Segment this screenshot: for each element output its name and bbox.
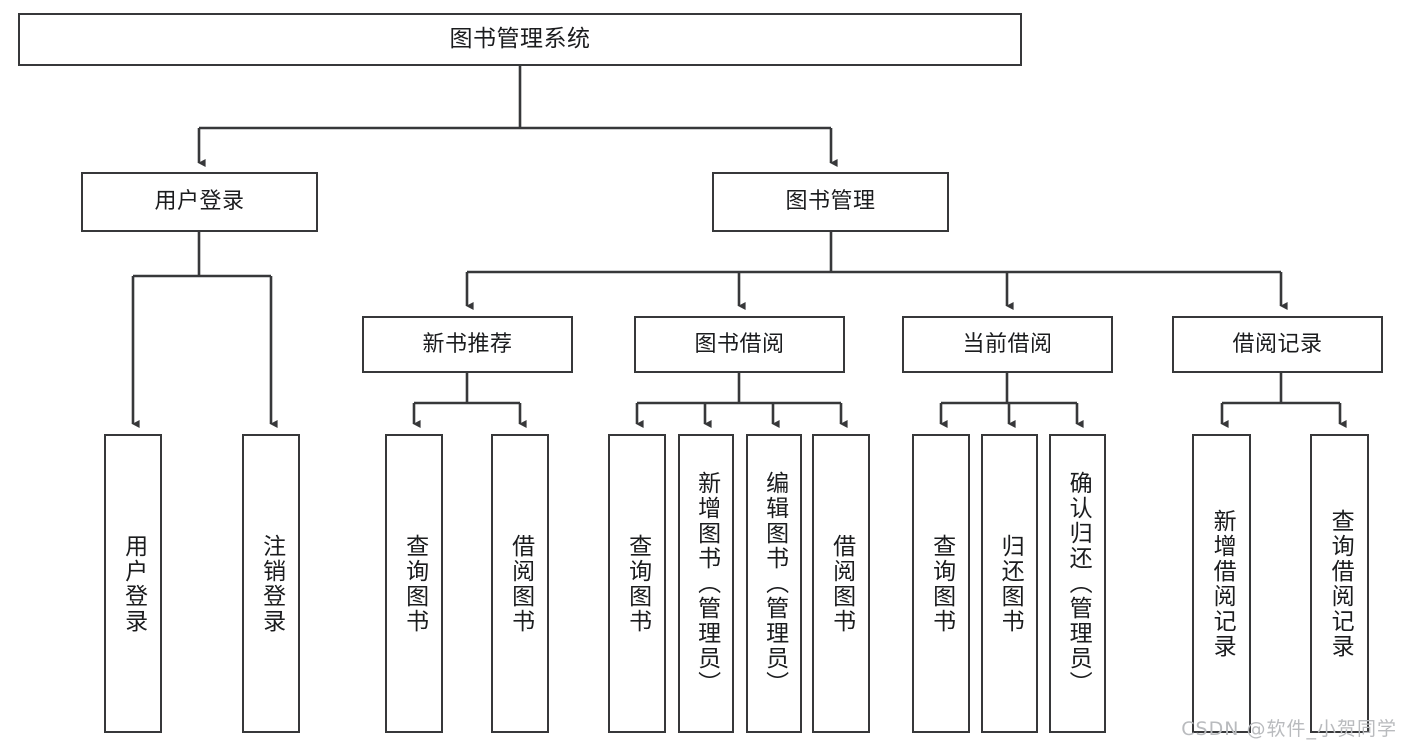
node-label: 当前借阅	[962, 331, 1053, 357]
node-label: 新增借阅记录	[1209, 508, 1236, 659]
node-book-management[interactable]: 图书管理	[712, 172, 949, 232]
node-leaf-borrow-book-newbook[interactable]: 借阅图书	[491, 434, 549, 733]
node-leaf-confirm-return-admin[interactable]: 确认归还（管理员）	[1049, 434, 1106, 733]
node-leaf-user-login[interactable]: 用户登录	[104, 434, 162, 733]
node-leaf-add-book-admin[interactable]: 新增图书（管理员）	[678, 434, 734, 733]
watermark-text: CSDN @软件_小贺同学	[1181, 718, 1397, 740]
node-label: 编辑图书（管理员）	[761, 471, 788, 696]
node-label: 图书管理系统	[449, 26, 591, 53]
node-leaf-query-book-newbook[interactable]: 查询图书	[385, 434, 443, 733]
node-label: 新书推荐	[422, 331, 513, 357]
node-current-borrowing[interactable]: 当前借阅	[902, 316, 1113, 373]
node-label: 查询图书	[624, 533, 651, 634]
node-book-borrowing[interactable]: 图书借阅	[634, 316, 845, 373]
node-leaf-query-book-current[interactable]: 查询图书	[912, 434, 970, 733]
node-leaf-return-book[interactable]: 归还图书	[981, 434, 1038, 733]
node-label: 图书借阅	[694, 331, 785, 357]
node-leaf-add-borrow-record[interactable]: 新增借阅记录	[1192, 434, 1251, 733]
node-label: 查询图书	[928, 533, 955, 634]
node-label: 确认归还（管理员）	[1065, 471, 1092, 696]
node-leaf-query-borrow-record[interactable]: 查询借阅记录	[1310, 434, 1369, 733]
node-root-book-management-system[interactable]: 图书管理系统	[18, 13, 1022, 66]
node-label: 用户登录	[120, 533, 147, 634]
node-user-login[interactable]: 用户登录	[81, 172, 318, 232]
node-label: 用户登录	[154, 189, 245, 215]
node-label: 归还图书	[997, 533, 1024, 634]
node-label: 查询借阅记录	[1327, 508, 1354, 659]
node-label: 注销登录	[258, 533, 285, 634]
node-label: 借阅图书	[828, 533, 855, 634]
node-label: 借阅记录	[1232, 331, 1323, 357]
node-label: 图书管理	[785, 189, 876, 215]
node-leaf-logout-login[interactable]: 注销登录	[242, 434, 300, 733]
node-label: 借阅图书	[507, 533, 534, 634]
node-borrowing-record[interactable]: 借阅记录	[1172, 316, 1383, 373]
node-leaf-borrow-book-borrow[interactable]: 借阅图书	[812, 434, 870, 733]
node-leaf-edit-book-admin[interactable]: 编辑图书（管理员）	[746, 434, 802, 733]
node-new-book-recommendation[interactable]: 新书推荐	[362, 316, 573, 373]
node-label: 查询图书	[401, 533, 428, 634]
node-leaf-query-book-borrow[interactable]: 查询图书	[608, 434, 666, 733]
node-label: 新增图书（管理员）	[693, 471, 720, 696]
